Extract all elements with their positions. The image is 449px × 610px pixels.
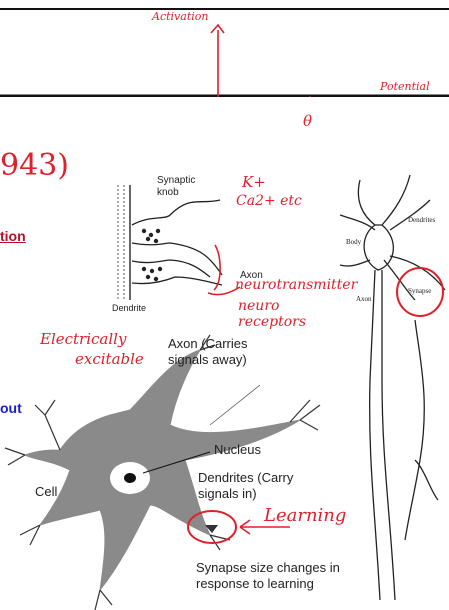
dendrites-caption: Dendrites (Carry signals in) <box>198 470 293 502</box>
neuron-diagram: Electrically excitable Axon (Carries sig… <box>0 330 330 610</box>
cell-label: Cell <box>35 484 57 499</box>
top-panel: Activation Potential <box>0 0 449 97</box>
x-axis-label: Potential <box>380 80 430 93</box>
year-fragment: 943) <box>0 148 69 183</box>
sketch-body-label: Body <box>346 238 361 246</box>
nucleus-label: Nucleus <box>214 442 261 457</box>
neuron-sketch-drawing <box>320 160 449 610</box>
neuro-receptor-annotation: neuro receptors <box>238 298 330 330</box>
y-axis-label: Activation <box>152 10 208 23</box>
sketch-axon-label: Axon <box>356 295 372 303</box>
synaptic-knob-label: Synaptic knob <box>157 175 195 199</box>
synapse-diagram: Synaptic knob Axon Dendrite K+ Ca2+ etc … <box>110 165 330 325</box>
synapse-caption: Synapse size changes in response to lear… <box>196 560 340 592</box>
electrically-annotation: Electrically <box>40 330 126 348</box>
origin-label: θ <box>303 112 312 130</box>
k-annotation: K+ <box>242 173 266 191</box>
title-fragment[interactable]: tion <box>0 228 26 244</box>
learning-annotation: Learning <box>264 505 346 526</box>
sketch-synapse-label: Synapse <box>408 287 431 295</box>
excitable-annotation: excitable <box>75 350 144 368</box>
dendrite-label: Dendrite <box>112 303 146 313</box>
axon-caption: Axon (Carries signals away) <box>168 336 247 368</box>
ca-annotation: Ca2+ etc <box>236 193 302 209</box>
sketch-dendrites-label: Dendrites <box>408 216 435 224</box>
neuron-sketch: Dendrites Body Axon Synapse <box>320 160 449 610</box>
